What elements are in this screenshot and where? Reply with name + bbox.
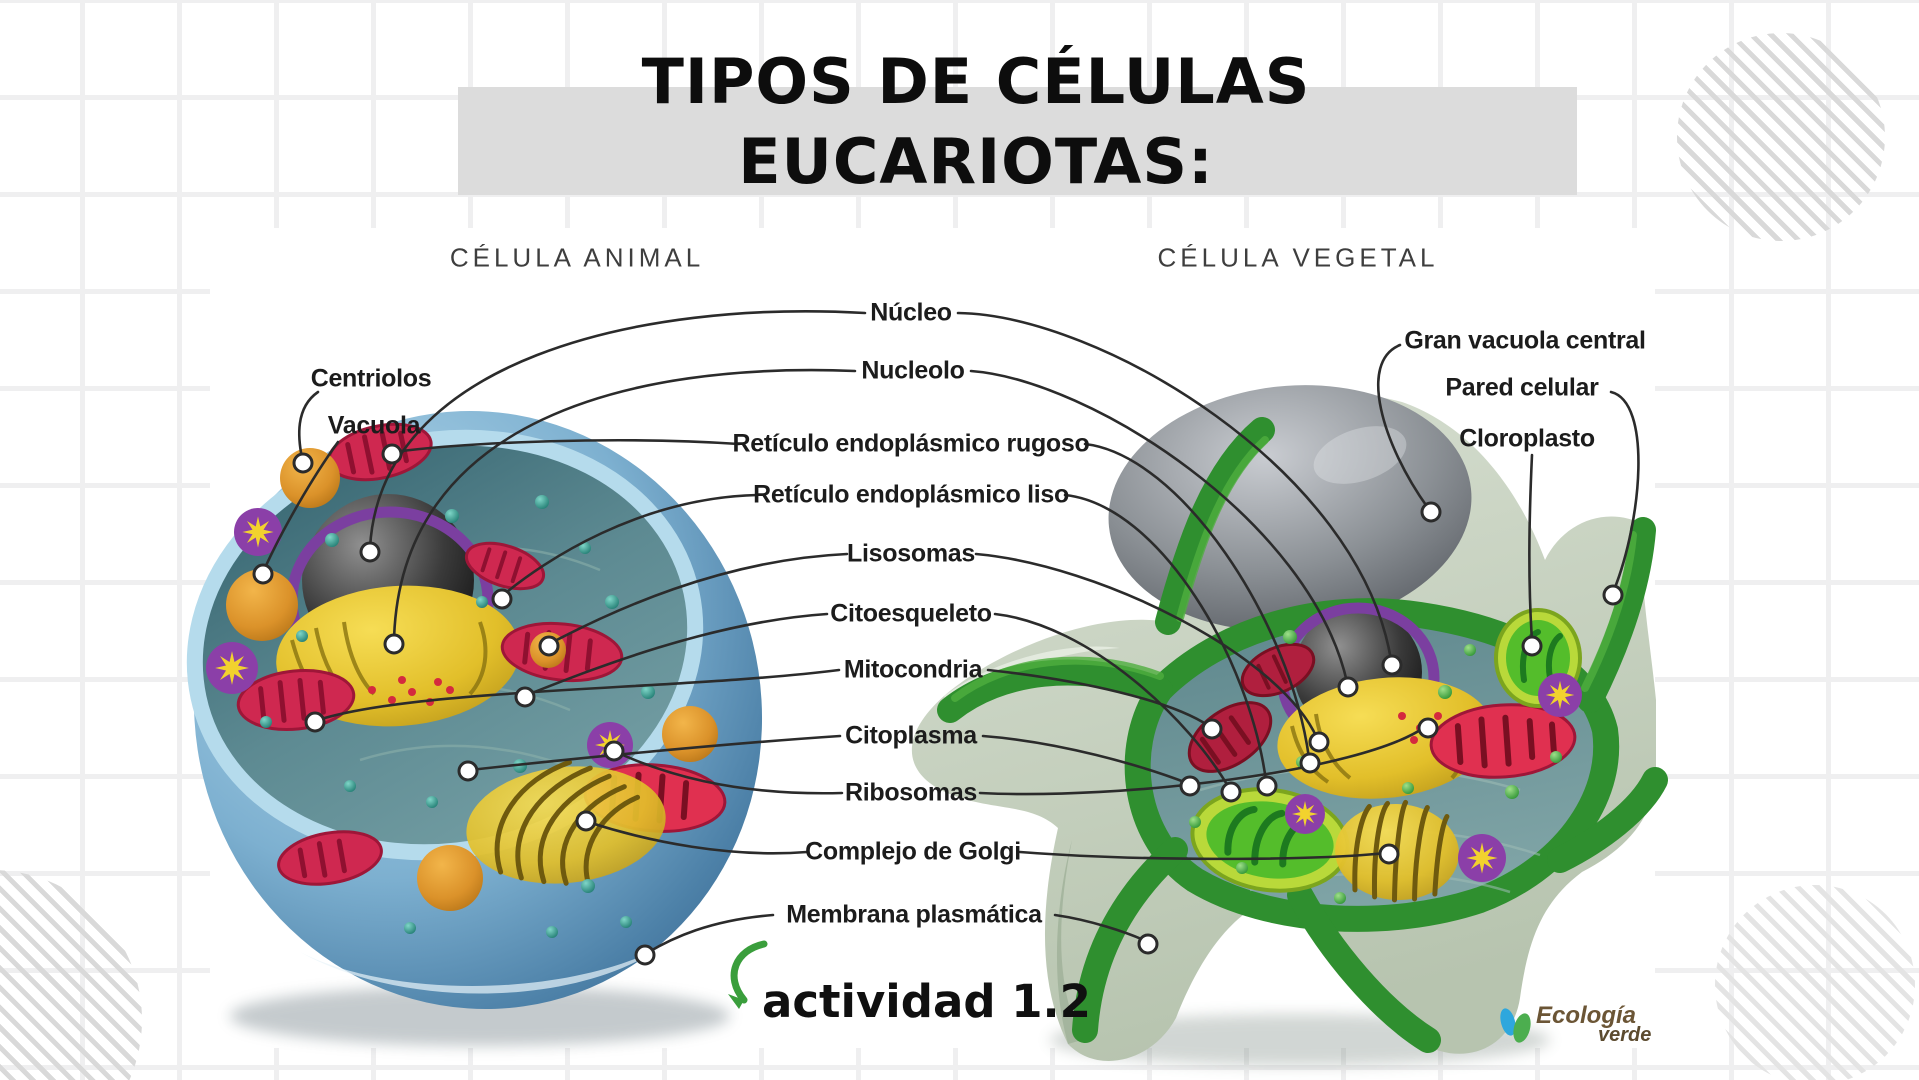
logo-brand-line2: verde	[1598, 1024, 1652, 1046]
page-title: TIPOS DE CÉLULAS EUCARIOTAS:	[642, 42, 1311, 202]
label-mitocondria: Mitocondria	[843, 655, 983, 684]
label-nucleolo: Nucleolo	[861, 356, 965, 385]
label-reticulo-liso: Retículo endoplásmico liso	[753, 480, 1069, 509]
page-title-line1: TIPOS DE CÉLULAS	[641, 45, 1311, 118]
leader-lines	[262, 310, 1640, 955]
label-complejo-golgi: Complejo de Golgi	[805, 837, 1021, 866]
label-pared-celular: Pared celular	[1445, 373, 1599, 402]
label-citoesqueleto: Citoesqueleto	[830, 599, 992, 628]
label-cloroplasto: Cloroplasto	[1459, 424, 1595, 453]
label-gran-vacuola: Gran vacuola central	[1404, 326, 1646, 355]
marker-dots	[252, 443, 1624, 966]
label-vacuola: Vacuola	[327, 411, 421, 440]
title-bar	[458, 87, 1577, 195]
decor-striped-circle-top-right	[1677, 33, 1885, 241]
label-membrana-plasmatica: Membrana plasmática	[786, 900, 1042, 929]
animal-cell-heading: CÉLULA ANIMAL	[449, 242, 705, 273]
label-lisosomas: Lisosomas	[847, 539, 975, 568]
label-citoplasma: Citoplasma	[845, 721, 977, 750]
activity-note: actividad 1.2	[762, 975, 1091, 1028]
animal-cell-illustration	[186, 410, 763, 1046]
decor-striped-circle-bottom-right	[1715, 885, 1915, 1080]
plant-cell-illustration	[911, 385, 1668, 1066]
label-nucleo: Núcleo	[870, 298, 952, 327]
label-reticulo-rugoso: Retículo endoplásmico rugoso	[732, 429, 1090, 458]
label-ribosomas: Ribosomas	[844, 778, 978, 807]
leaf-icon	[1500, 1008, 1531, 1043]
label-centriolos: Centriolos	[310, 364, 432, 393]
ecologia-verde-logo: Ecología verde	[1496, 998, 1686, 1054]
activity-arrow-icon	[728, 940, 768, 1009]
vegetal-cell-heading: CÉLULA VEGETAL	[1157, 242, 1439, 273]
logo-brand-line1: Ecología	[1536, 1002, 1637, 1029]
animal-golgi	[466, 759, 666, 886]
plant-starburst-organelles	[1285, 673, 1582, 882]
animal-vesicle-dots	[260, 495, 655, 938]
page-title-line2: EUCARIOTAS:	[738, 125, 1214, 198]
